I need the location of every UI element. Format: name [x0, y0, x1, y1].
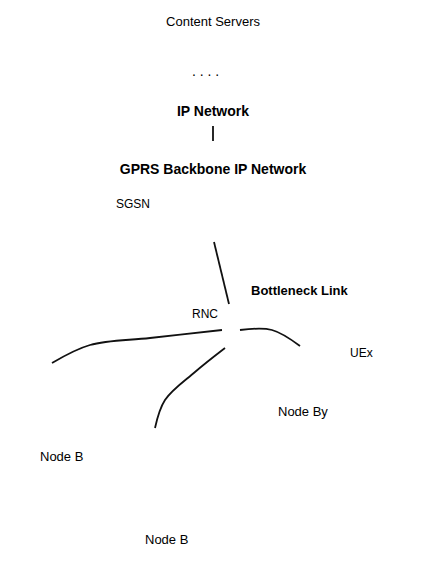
rnc-icon [222, 316, 242, 346]
link-line [155, 348, 225, 428]
user-equipment [210, 453, 220, 471]
node-label: Node B [145, 533, 188, 548]
user-equipment [140, 410, 150, 428]
node-b-cell: Node B [0, 355, 180, 480]
user-equipment [267, 395, 277, 413]
user-equipment [190, 473, 200, 491]
user-equipment [92, 367, 102, 385]
user-equipment [230, 523, 240, 541]
user-equipment [237, 415, 247, 433]
node-label: Content Servers [166, 15, 260, 30]
node-label: RNC [192, 308, 218, 322]
node-b-cell-shape [0, 355, 180, 480]
link-line [240, 329, 300, 346]
node-b-cell: Node By [212, 340, 407, 470]
link-line [214, 242, 229, 304]
node-label: IP Network [177, 103, 249, 119]
gprs-backbone-cloud: GPRS Backbone IP NetworkSGSN [78, 138, 348, 222]
node-label: Node B [40, 450, 83, 465]
rnc-unit: RNC [192, 304, 242, 348]
node-b-cell: Node B [95, 418, 285, 560]
user-equipment [225, 430, 235, 448]
ellipsis-label: . . . . [192, 63, 219, 79]
link-label: Bottleneck Link [250, 284, 349, 299]
router-icon [190, 197, 238, 241]
sgsn-router: SGSN [112, 190, 240, 244]
node-label: SGSN [116, 198, 150, 212]
user-equipment [302, 440, 312, 458]
cell-hexagon [0, 355, 180, 480]
user-equipment [252, 370, 262, 388]
antenna-tower [288, 346, 312, 396]
user-equipment [20, 417, 30, 435]
user-equipment [272, 435, 282, 453]
link-line [212, 126, 214, 141]
user-equipment [203, 526, 213, 544]
user-equipment [88, 403, 98, 421]
server-icon [285, 22, 319, 84]
user-equipment [255, 503, 265, 521]
node-b-cell-shape [95, 418, 285, 560]
user-equipment [220, 498, 230, 516]
antenna-tower [40, 363, 64, 439]
cloud-outline [98, 141, 328, 220]
link-line [52, 330, 222, 363]
antenna-tower [143, 428, 167, 514]
user-equipment [350, 364, 360, 382]
user-equipment [332, 435, 342, 453]
user-equipment [357, 435, 367, 453]
node-label: GPRS Backbone IP Network [120, 161, 306, 177]
user-equipment [110, 423, 120, 441]
server-icon [100, 20, 134, 86]
user-equipment [245, 468, 255, 486]
user-equipment [180, 426, 190, 444]
user-equipment [362, 390, 372, 408]
user-equipment [118, 383, 128, 401]
user-equipment [135, 445, 145, 463]
cell-hexagon [95, 418, 285, 560]
cloud-outline [107, 7, 318, 127]
cell-hexagon [212, 340, 407, 470]
node-label: Node By [278, 405, 328, 420]
user-equipment [377, 408, 387, 426]
user-equipment [105, 450, 115, 468]
ue-label: UEx [350, 347, 373, 361]
